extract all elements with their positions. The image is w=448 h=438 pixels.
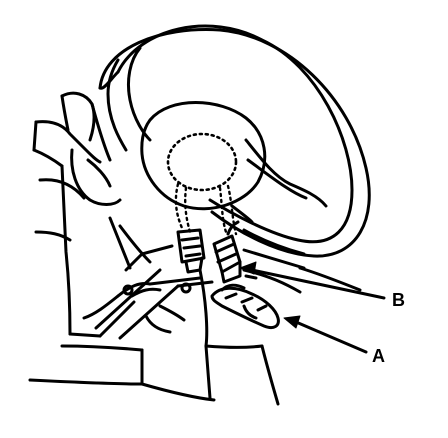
steering-hub xyxy=(140,101,328,224)
connector-wire-dotted xyxy=(174,182,238,236)
callout-b-label: B xyxy=(392,290,405,310)
clock-spring-outline xyxy=(166,132,238,192)
callout-a-leader xyxy=(283,315,368,354)
connector-b xyxy=(212,220,242,284)
callout-b-leader xyxy=(239,261,386,300)
airbag-connector-left xyxy=(176,228,206,274)
callout-a-label: A xyxy=(372,346,385,366)
lower-column-cover xyxy=(28,228,362,406)
instrument-panel xyxy=(32,91,214,340)
cover-a xyxy=(210,283,280,330)
steering-wheel xyxy=(98,24,371,258)
